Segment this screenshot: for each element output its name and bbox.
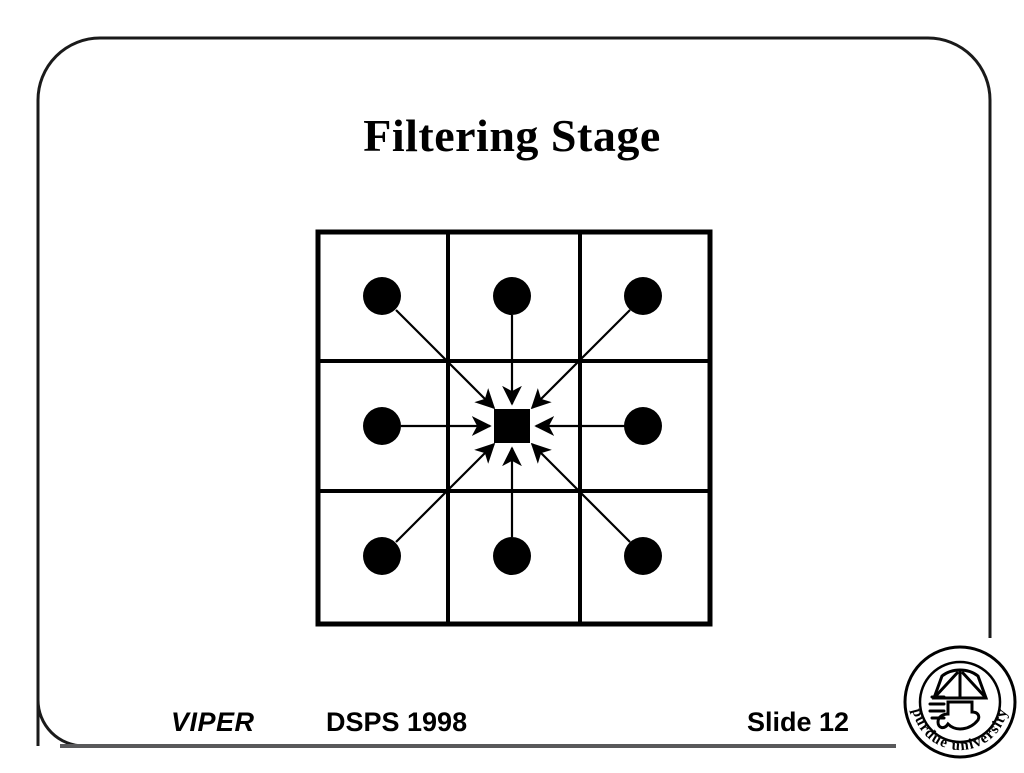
footer-project-label: VIPER: [171, 707, 255, 737]
arrow-from-bottom-right: [530, 442, 631, 543]
seal-griffin: [936, 700, 981, 731]
arrow-from-bottom-left: [395, 442, 496, 543]
seal-outer-ring: [903, 645, 1017, 759]
page-title: Filtering Stage: [363, 110, 661, 161]
border-path-bottom-left-curve: [36, 699, 160, 748]
footer-divider: [60, 744, 896, 748]
seal-wing-lines: [928, 695, 946, 720]
neighbor-node-bottom-left: [363, 537, 401, 575]
grid-outer-border: [315, 229, 713, 627]
arrow-group: [395, 309, 631, 543]
filtering-stage-diagram: [300, 214, 724, 638]
purdue-university-seal-logo: purdue university: [898, 640, 1022, 764]
seal-shield: [931, 668, 989, 700]
neighbor-node-top-center: [493, 277, 531, 315]
footer-slide-number: Slide 12: [747, 707, 850, 737]
neighbor-node-bottom-right: [624, 537, 662, 575]
footer-event-label: DSPS 1998: [326, 707, 468, 737]
neighbor-node-group: [363, 277, 662, 575]
seal-inner-ring: [918, 660, 1002, 744]
neighbor-node-bottom-center: [493, 537, 531, 575]
arrow-from-top-right: [530, 309, 631, 410]
neighbor-node-top-right: [624, 277, 662, 315]
center-node-square: [494, 409, 530, 443]
neighbor-node-middle-left: [363, 407, 401, 445]
border-path-main: [36, 36, 992, 746]
neighbor-node-top-left: [363, 277, 401, 315]
seal-emblem: [928, 668, 989, 731]
neighbor-node-middle-right: [624, 407, 662, 445]
arrow-from-top-left: [395, 309, 496, 410]
seal-shield-divisions: [932, 670, 988, 700]
grid-outline: [315, 229, 713, 627]
